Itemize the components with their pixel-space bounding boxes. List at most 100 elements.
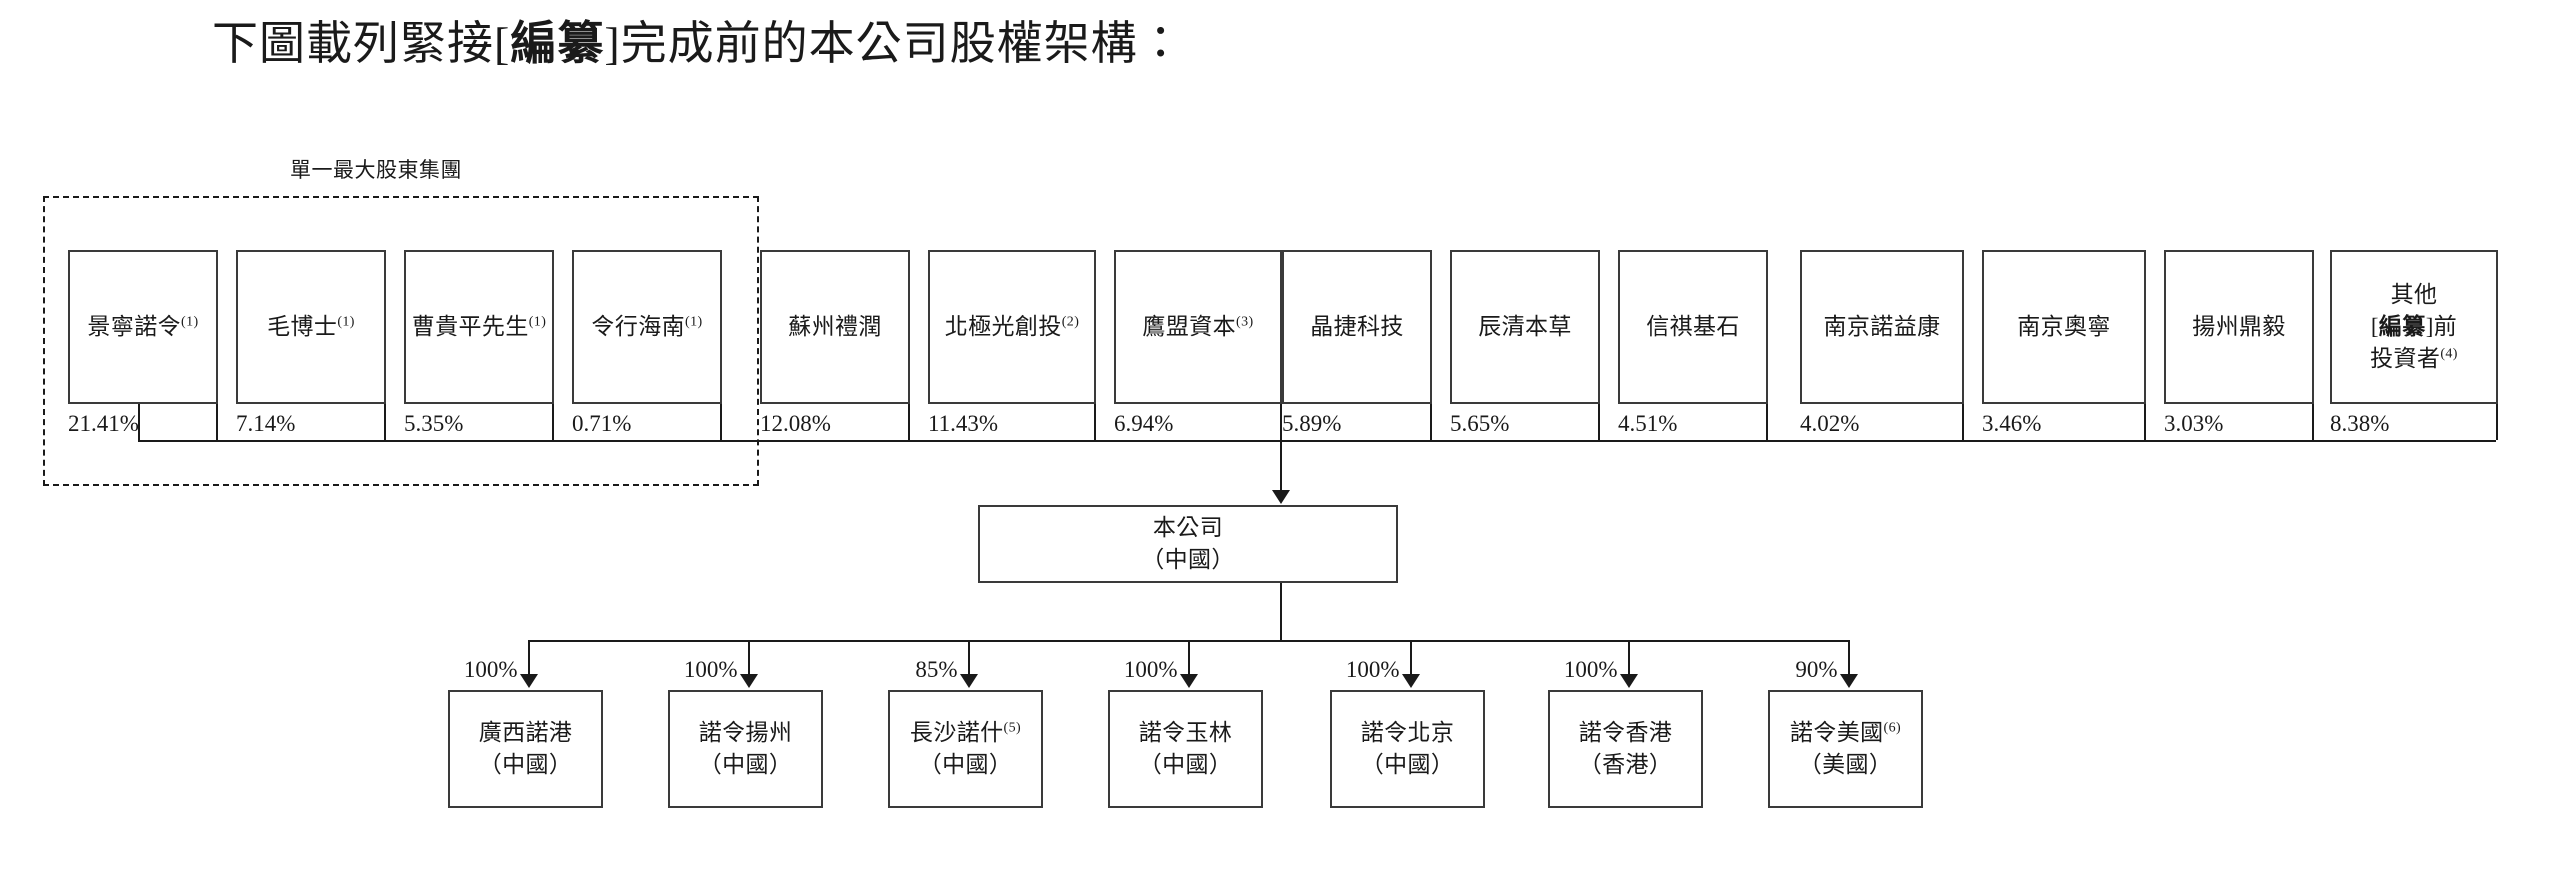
subsidiary-stub-line [1627, 640, 1630, 677]
shareholder-box: 其他[編纂]前投資者(4) [2330, 250, 2498, 404]
subsidiary-percent: 100% [1123, 657, 1178, 682]
shareholder-name: 令行海南(1) [591, 314, 703, 339]
subsidiary-label: 長沙諾什(5) （中國） [910, 717, 1021, 781]
shareholder-bus-left-cap [138, 404, 140, 440]
shareholder-stub-line [216, 404, 218, 440]
company-trunk-arrow [1272, 490, 1290, 504]
subsidiary-percent: 100% [1345, 657, 1400, 682]
shareholder-box: 令行海南(1) [572, 250, 722, 404]
subsidiary-stub-line [1409, 640, 1412, 677]
subsidiary-label: 諾令北京 （中國） [1361, 717, 1455, 781]
subsidiary-stub-line [747, 640, 750, 677]
subsidiary-box: 長沙諾什(5) （中國） [888, 690, 1043, 808]
shareholder-group-label: 單一最大股東集團 [290, 158, 462, 182]
shareholder-stub-line [1280, 404, 1282, 440]
shareholder-stub-line [552, 404, 554, 440]
subsidiary-percent: 100% [463, 657, 518, 682]
subsidiary-percent: 90% [1795, 657, 1838, 682]
subsidiary-jurisdiction: （中國） [1360, 752, 1455, 777]
shareholder-stub-line [908, 404, 910, 440]
subsidiary-label: 諾令美國(6) （美國） [1790, 717, 1901, 781]
company-trunk-line [1280, 440, 1282, 493]
subsidiary-jurisdiction: （美國） [1798, 752, 1893, 777]
shareholder-name: 晶捷科技 [1310, 314, 1404, 339]
shareholder-name: 鷹盟資本(3) [1142, 314, 1254, 339]
subsidiary-name: 廣西諾港 [478, 720, 573, 745]
shareholder-bus-line [138, 440, 2496, 442]
shareholder-name: 信祺基石 [1646, 314, 1740, 339]
shareholder-name: 北極光創投(2) [944, 314, 1080, 339]
subsidiary-name: 諾令香港 [1578, 720, 1673, 745]
subsidiary-jurisdiction: （中國） [1138, 752, 1233, 777]
subsidiary-arrow [1839, 674, 1858, 688]
subsidiary-name: 諾令玉林 [1138, 720, 1233, 745]
shareholder-stub-line [384, 404, 386, 440]
company-box: 本公司（中國） [978, 505, 1398, 583]
shareholder-percent: 0.71% [572, 411, 632, 436]
shareholder-box: 揚州鼎毅 [2164, 250, 2314, 404]
subsidiary-stub-line [527, 640, 530, 677]
subsidiary-percent: 85% [915, 657, 958, 682]
shareholder-percent: 5.89% [1282, 411, 1342, 436]
shareholder-stub-line [2496, 404, 2498, 440]
shareholder-stub-line [1598, 404, 1600, 440]
shareholder-box: 南京奧寧 [1982, 250, 2146, 404]
shareholder-percent: 3.46% [1982, 411, 2042, 436]
shareholder-percent: 8.38% [2330, 411, 2390, 436]
subsidiary-label: 廣西諾港 （中國） [479, 717, 573, 781]
shareholder-box: 信祺基石 [1618, 250, 1768, 404]
subsidiary-jurisdiction: （中國） [698, 752, 793, 777]
subsidiary-arrow [959, 674, 978, 688]
subsidiary-name: 諾令北京 [1360, 720, 1455, 745]
shareholder-stub-line [1094, 404, 1096, 440]
shareholder-name: 景寧諾令(1) [87, 314, 199, 339]
shareholder-name: 揚州鼎毅 [2192, 314, 2286, 339]
title-suffix: ]完成前的本公司股權架構： [604, 18, 1185, 69]
shareholder-percent: 12.08% [760, 411, 831, 436]
subsidiary-label: 諾令玉林 （中國） [1139, 717, 1233, 781]
title-bold-term: 編纂 [510, 18, 605, 69]
shareholder-name: 曹貴平先生(1) [411, 314, 547, 339]
subsidiary-arrow [1401, 674, 1420, 688]
shareholder-box: 北極光創投(2) [928, 250, 1096, 404]
subsidiary-stub-line [967, 640, 970, 677]
shareholder-box: 辰清本草 [1450, 250, 1600, 404]
shareholder-percent: 4.51% [1618, 411, 1678, 436]
shareholder-name: 辰清本草 [1478, 314, 1572, 339]
shareholder-box: 毛博士(1) [236, 250, 386, 404]
subsidiary-name: 長沙諾什(5) [909, 720, 1022, 745]
shareholder-percent: 4.02% [1800, 411, 1860, 436]
subsidiary-name: 諾令美國(6) [1789, 720, 1902, 745]
shareholder-stub-line [2312, 404, 2314, 440]
shareholder-name: 南京諾益康 [1823, 314, 1941, 339]
subsidiary-jurisdiction: （香港） [1578, 752, 1673, 777]
subsidiary-jurisdiction: （中國） [478, 752, 573, 777]
shareholder-stub-line [1962, 404, 1964, 440]
shareholder-box: 南京諾益康 [1800, 250, 1964, 404]
company-jurisdiction: （中國） [1141, 547, 1235, 572]
shareholder-box: 蘇州禮潤 [760, 250, 910, 404]
shareholder-percent: 21.41% [68, 411, 139, 436]
page-title: 下圖載列緊接[編纂]完成前的本公司股權架構： [212, 14, 1185, 74]
subsidiary-box: 諾令北京 （中國） [1330, 690, 1485, 808]
shareholder-stub-line [720, 404, 722, 440]
shareholder-percent: 6.94% [1114, 411, 1174, 436]
subsidiary-arrow [1619, 674, 1638, 688]
subsidiary-jurisdiction: （中國） [918, 752, 1013, 777]
subsidiary-box: 諾令玉林 （中國） [1108, 690, 1263, 808]
shareholder-name: 毛博士(1) [267, 314, 355, 339]
subsidiary-trunk-line [1280, 583, 1282, 640]
subsidiary-stub-line [1187, 640, 1190, 677]
shareholder-percent: 3.03% [2164, 411, 2224, 436]
shareholder-name: 蘇州禮潤 [788, 314, 882, 339]
shareholder-group-frame [43, 196, 759, 486]
subsidiary-label: 諾令揚州（中國） [699, 717, 793, 781]
shareholder-percent: 7.14% [236, 411, 296, 436]
shareholder-box: 鷹盟資本(3) [1114, 250, 1282, 404]
shareholder-name: 南京奧寧 [2017, 314, 2111, 339]
subsidiary-arrow [1179, 674, 1198, 688]
subsidiary-box: 諾令美國(6) （美國） [1768, 690, 1923, 808]
subsidiary-percent: 100% [683, 657, 738, 682]
subsidiary-box: 諾令揚州（中國） [668, 690, 823, 808]
